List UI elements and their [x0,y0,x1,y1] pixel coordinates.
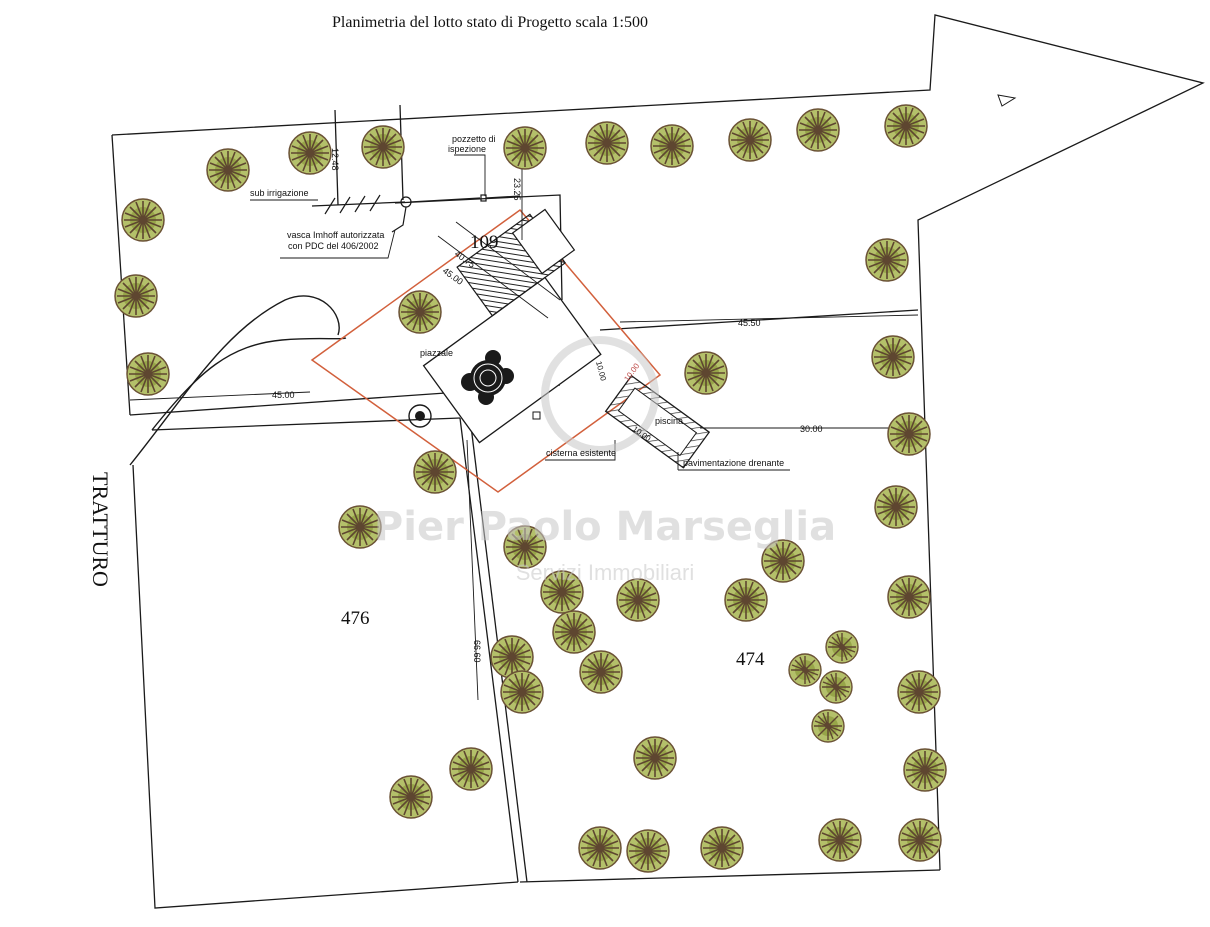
dim-45-50: 45.50 [738,318,761,328]
small-tree-icon [811,709,845,743]
parcel-474-label: 474 [736,649,765,670]
label-pozzetto-1: pozzetto di [452,134,496,144]
tree-icon [121,198,165,242]
label-vasca-2: con PDC del 406/2002 [288,241,379,251]
tree-icon [206,148,250,192]
tree-icon [898,818,942,862]
small-tree-icon [788,653,822,687]
piazzale-fountain [461,350,514,405]
label-piscina: piscina [655,416,683,426]
label-pozzetto-2: ispezione [448,144,486,154]
tree-icon [796,108,840,152]
cistern-symbol [408,404,432,428]
dim-30-00: 30.00 [800,424,823,434]
tree-icon [579,650,623,694]
plan-title: Planimetria del lotto stato di Progetto … [332,14,648,31]
small-tree-icon [819,670,853,704]
parcel-476-label: 476 [341,608,370,629]
watermark-subtitle: Servizi Immobiliari [516,560,694,585]
tree-icon [884,104,928,148]
direction-triangle [997,94,1017,107]
label-cisterna: cisterna esistente [546,448,616,458]
dimension-lines [129,160,919,701]
dim-66-60: 66.60 [472,640,482,663]
tree-icon [897,670,941,714]
tree-icon [887,575,931,619]
tree-icon [585,121,629,165]
dim-10-00-a: 10.00 [594,360,608,382]
tree-icon [724,578,768,622]
tree-icon [288,131,332,175]
tree-icon [633,736,677,780]
tree-icon [389,775,433,819]
label-vasca-1: vasca Imhoff autorizzata [287,230,384,240]
building-block [422,208,602,444]
tree-icon [874,485,918,529]
watermark: Pier Paolo Marseglia Servizi Immobiliari [374,336,836,585]
tree-icon [818,818,862,862]
small-tree-icon [825,630,859,664]
tree-icon [578,826,622,870]
curved-driveway [129,295,347,466]
label-sub-irrigazione: sub irrigazione [250,188,309,198]
tree-icon [552,610,596,654]
tree-icon [700,826,744,870]
lot-109-boundary [310,208,662,493]
tree-icon [616,578,660,622]
tree-icon [413,450,457,494]
tree-icon [503,126,547,170]
road-label: TRATTURO [88,472,113,587]
tree-icon [500,670,544,714]
dim-45-00-left: 45.00 [272,390,295,400]
tree-icon [684,351,728,395]
tree-icon [650,124,694,168]
parcel-109-label: 109 [470,232,499,253]
cistern-marker [532,411,541,420]
label-piazzale: piazzale [420,348,453,358]
tree-icon [903,748,947,792]
tree-icon [126,352,170,396]
tree-icon [887,412,931,456]
tree-icon [728,118,772,162]
tree-icon [361,125,405,169]
tree-icon [871,335,915,379]
sub-irrigation-line [311,194,521,233]
tree-icon [865,238,909,282]
tree-icon [398,290,442,334]
tree-icon [114,274,158,318]
tree-icon [626,829,670,873]
tree-icon [449,747,493,791]
watermark-name: Pier Paolo Marseglia [374,504,836,550]
label-pavimentazione: pavimentazione drenante [683,458,784,468]
pool [604,374,711,469]
dim-23-25: 23.25 [512,178,522,201]
dim-12-48: 12.48 [330,148,340,171]
